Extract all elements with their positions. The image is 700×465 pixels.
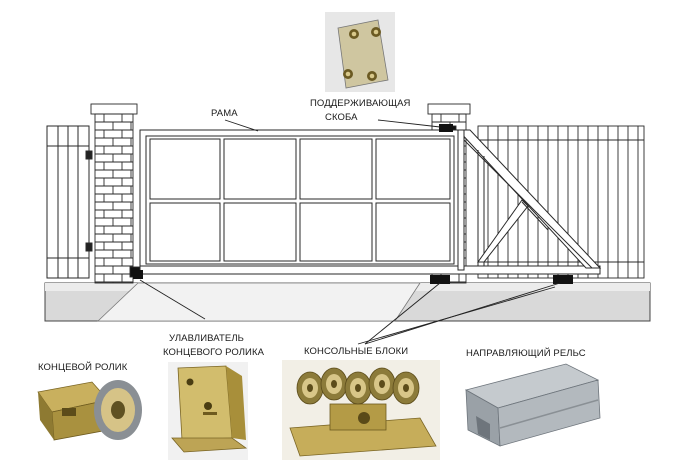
- labels: РАМА ПОДДЕРЖИВАЮЩАЯ СКОБА УЛАВЛИВАТЕЛЬ К…: [38, 98, 586, 373]
- end-roller-photo-icon: [37, 380, 142, 441]
- catcher-marker: [133, 270, 143, 279]
- roller-wheel-hub: [307, 384, 313, 392]
- label-end-roller: КОНЦЕВОЙ РОЛИК: [38, 361, 128, 373]
- label-catcher-2: КОНЦЕВОГО РОЛИКА: [163, 347, 265, 358]
- cantilever-block-marker-2: [553, 275, 573, 284]
- guide-rail-photo-icon: [464, 363, 601, 447]
- gate-panels: [149, 138, 451, 262]
- cantilever-block-marker-1: [430, 275, 450, 284]
- label-support-bracket-1: ПОДДЕРЖИВАЮЩАЯ: [310, 98, 411, 109]
- label-frame: РАМА: [211, 108, 238, 119]
- roller-wheel-hub: [355, 384, 361, 392]
- roller-wheel-hub: [403, 384, 409, 392]
- left-fence-section: [46, 125, 93, 279]
- support-bracket-marker: [439, 124, 453, 132]
- leader-lines: [139, 119, 561, 345]
- left-brick-pillar: [90, 103, 143, 284]
- right-fence-section: [477, 125, 645, 279]
- gate-frame: [139, 129, 602, 275]
- foundation: [44, 282, 651, 322]
- roller-wheel-hub: [331, 380, 337, 388]
- label-guide-rail: НАПРАВЛЯЮЩИЙ РЕЛЬС: [466, 347, 586, 359]
- label-support-bracket-2: СКОБА: [325, 112, 358, 123]
- roller-catcher-photo-icon: [168, 362, 248, 460]
- label-catcher-1: УЛАВЛИВАТЕЛЬ: [169, 333, 244, 344]
- label-cantilever-blocks: КОНСОЛЬНЫЕ БЛОКИ: [304, 346, 408, 357]
- cantilever-block-photo-icon: [282, 360, 440, 460]
- roller-wheel-hub: [379, 380, 385, 388]
- support-bracket-photo-icon: [325, 12, 395, 92]
